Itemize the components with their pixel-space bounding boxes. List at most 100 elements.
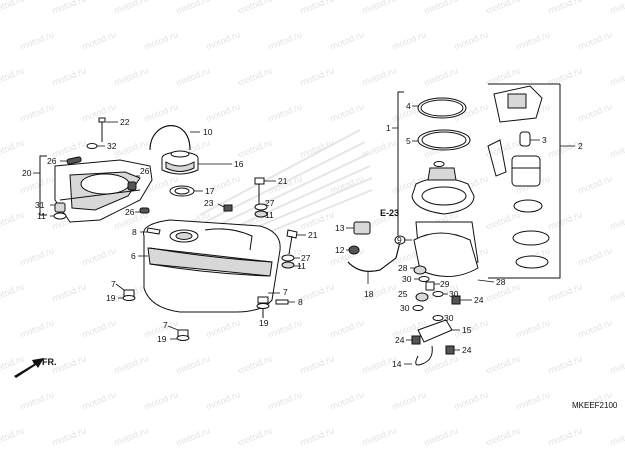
watermark-text: motod.ru bbox=[547, 0, 584, 16]
watermark-text: motod.ru bbox=[423, 353, 460, 376]
callout-27-b: 27 bbox=[301, 253, 311, 263]
watermark-text: motod.ru bbox=[547, 209, 584, 232]
watermark-text: motod.ru bbox=[609, 281, 625, 304]
ring-4 bbox=[412, 97, 467, 119]
watermark-text: motod.ru bbox=[267, 101, 304, 124]
watermark-text: motod.ru bbox=[267, 29, 304, 52]
callout-19-a: 19 bbox=[106, 293, 116, 303]
watermark-text: motod.ru bbox=[19, 317, 56, 340]
watermark-text: motod.ru bbox=[143, 389, 180, 412]
bolt-8-a bbox=[140, 227, 161, 235]
watermark-text: motod.ru bbox=[0, 209, 25, 232]
bracket-20 bbox=[33, 155, 47, 216]
collar-7-19-c bbox=[256, 292, 280, 318]
watermark-text: motod.ru bbox=[113, 0, 150, 16]
watermark-text: motod.ru bbox=[113, 425, 150, 448]
watermark-text: motod.ru bbox=[0, 425, 25, 448]
screw-22 bbox=[98, 117, 118, 142]
washer-30-d bbox=[432, 315, 444, 321]
watermark-text: motod.ru bbox=[113, 137, 150, 160]
watermark-text: motod.ru bbox=[267, 389, 304, 412]
watermark-text: motod.ru bbox=[299, 137, 336, 160]
bolt-21-a bbox=[254, 177, 276, 204]
callout-25: 25 bbox=[398, 289, 408, 299]
seal-5 bbox=[412, 129, 471, 151]
callout-30-a: 30 bbox=[402, 274, 412, 284]
watermark-text: motod.ru bbox=[51, 425, 88, 448]
grommet-26-a bbox=[60, 156, 82, 165]
nut-28 bbox=[410, 265, 427, 275]
watermark-text: motod.ru bbox=[81, 245, 118, 268]
callout-6: 6 bbox=[131, 251, 136, 261]
callout-21-b: 21 bbox=[308, 230, 318, 240]
watermark-text: motod.ru bbox=[299, 353, 336, 376]
fuel-tank-6 bbox=[138, 219, 281, 313]
front-label: FR. bbox=[42, 357, 57, 367]
callout-24-c: 24 bbox=[462, 345, 472, 355]
watermark-text: motod.ru bbox=[175, 425, 212, 448]
callout-18: 18 bbox=[364, 289, 374, 299]
watermark-text: motod.ru bbox=[237, 65, 274, 88]
callout-23: 23 bbox=[204, 198, 214, 208]
watermark-text: motod.ru bbox=[19, 389, 56, 412]
watermark-text: motod.ru bbox=[237, 0, 274, 16]
watermark-text: motod.ru bbox=[577, 29, 614, 52]
watermark-text: motod.ru bbox=[0, 65, 25, 88]
watermark-text: motod.ru bbox=[299, 281, 336, 304]
watermark-text: motod.ru bbox=[485, 209, 522, 232]
tank-cover-bracket bbox=[54, 159, 153, 223]
watermark-text: motod.ru bbox=[577, 245, 614, 268]
fuel-hose-18 bbox=[347, 235, 406, 284]
watermark-text: motod.ru bbox=[143, 29, 180, 52]
callout-2: 2 bbox=[578, 141, 583, 151]
grommet-26-c bbox=[135, 207, 150, 214]
collar-32 bbox=[86, 143, 105, 149]
callout-20: 20 bbox=[22, 168, 32, 178]
watermark-text: motod.ru bbox=[391, 389, 428, 412]
watermark-text: motod.ru bbox=[609, 425, 625, 448]
callout-12: 12 bbox=[335, 245, 345, 255]
callout-8-a: 8 bbox=[132, 227, 137, 237]
watermark-text: motod.ru bbox=[19, 29, 56, 52]
washer-30-a bbox=[414, 276, 430, 282]
watermark-text: motod.ru bbox=[609, 137, 625, 160]
diagram-code: MKEEF2100 bbox=[572, 401, 618, 410]
filter-3 bbox=[519, 131, 540, 147]
watermark-text: motod.ru bbox=[175, 353, 212, 376]
watermark-text: motod.ru bbox=[19, 245, 56, 268]
watermark-text: motod.ru bbox=[205, 101, 242, 124]
watermark-text: motod.ru bbox=[113, 65, 150, 88]
callout-27-a: 27 bbox=[265, 198, 275, 208]
callout-30-b: 30 bbox=[449, 289, 459, 299]
watermark-text: motod.ru bbox=[515, 29, 552, 52]
callout-26-a: 26 bbox=[47, 156, 57, 166]
watermark-text: motod.ru bbox=[547, 281, 584, 304]
washer-30-b bbox=[432, 291, 448, 297]
callout-4: 4 bbox=[406, 101, 411, 111]
connector-13 bbox=[346, 221, 371, 235]
callout-26-b: 26 bbox=[140, 166, 150, 176]
grommet-31-11 bbox=[50, 202, 67, 220]
watermark-text: motod.ru bbox=[547, 353, 584, 376]
collar-27-11-b bbox=[281, 254, 301, 269]
watermark-text: motod.ru bbox=[299, 425, 336, 448]
callout-31: 31 bbox=[35, 200, 45, 210]
callout-30-d: 30 bbox=[444, 313, 454, 323]
callout-1: 1 bbox=[386, 123, 391, 133]
callout-7-c: 7 bbox=[163, 320, 168, 330]
callout-5: 5 bbox=[406, 136, 411, 146]
grommet-26-b bbox=[127, 175, 140, 191]
watermark-text: motod.ru bbox=[391, 29, 428, 52]
watermark-text: motod.ru bbox=[329, 389, 366, 412]
callout-14: 14 bbox=[392, 359, 402, 369]
watermark-text: motod.ru bbox=[485, 0, 522, 16]
callout-19-c: 19 bbox=[157, 334, 167, 344]
callout-7-a: 7 bbox=[111, 279, 116, 289]
pump-flange-9 bbox=[404, 167, 475, 241]
watermark-text: motod.ru bbox=[299, 65, 336, 88]
watermark-text: motod.ru bbox=[423, 0, 460, 16]
callout-30-c: 30 bbox=[400, 303, 410, 313]
callout-9: 9 bbox=[397, 235, 402, 245]
callout-28-a: 28 bbox=[398, 263, 408, 273]
